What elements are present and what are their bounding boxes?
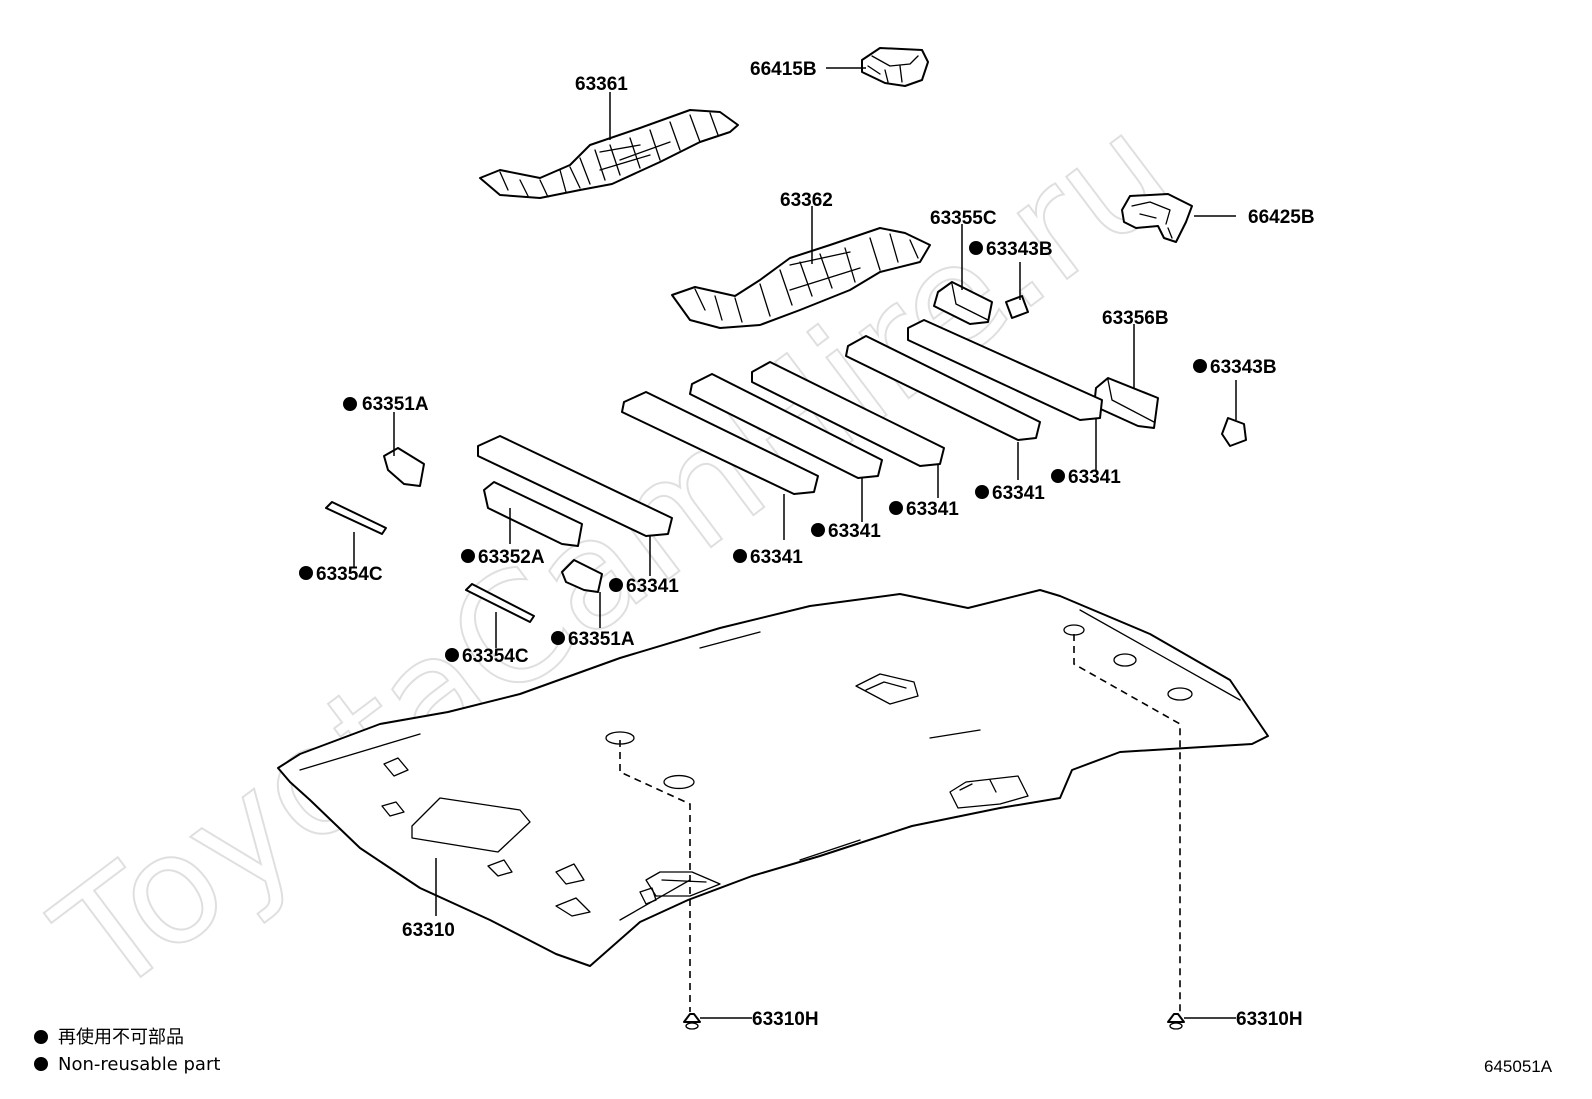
part-63352A-drawing[interactable] — [483, 481, 583, 547]
nonreusable-dot — [975, 485, 989, 499]
part-63341-strips[interactable] — [477, 319, 1103, 537]
part-63351A-left-drawing[interactable] — [383, 447, 425, 487]
label-63343B-top[interactable]: 63343B — [986, 239, 1053, 260]
assembly-lines — [619, 634, 1181, 1012]
label-63310H-right[interactable]: 63310H — [1236, 1009, 1303, 1030]
part-66415B-drawing[interactable] — [861, 47, 929, 87]
part-63310-headliner-drawing[interactable] — [277, 589, 1269, 967]
label-66415B[interactable]: 66415B — [750, 59, 817, 80]
legend: 再使用不可部品 Non-reusable part — [34, 1027, 220, 1075]
label-63341-b[interactable]: 63341 — [992, 483, 1045, 504]
nonreusable-dot — [1051, 469, 1065, 483]
label-63351A-left[interactable]: 63351A — [362, 394, 429, 415]
nonreusable-dot — [969, 241, 983, 255]
legend-line-english: Non-reusable part — [58, 1054, 220, 1075]
label-63354C-left[interactable]: 63354C — [316, 564, 383, 585]
part-63351A-mid-drawing[interactable] — [561, 559, 603, 593]
legend-line-japanese: 再使用不可部品 — [58, 1027, 184, 1048]
label-63351A-mid[interactable]: 63351A — [568, 629, 635, 650]
nonreusable-markers — [299, 241, 1207, 662]
label-63341-c[interactable]: 63341 — [906, 499, 959, 520]
part-63343B-top-drawing[interactable] — [1005, 295, 1029, 319]
nonreusable-dot — [299, 566, 313, 580]
strip-63341-e — [621, 391, 819, 495]
label-63352A[interactable]: 63352A — [478, 547, 545, 568]
nonreusable-dot — [811, 523, 825, 537]
nonreusable-dot — [551, 631, 565, 645]
label-63341-e[interactable]: 63341 — [750, 547, 803, 568]
part-63343B-right-drawing[interactable] — [1221, 417, 1247, 447]
part-labels: 63361 66415B 63362 63355C 63343B 66425B … — [316, 59, 1315, 1030]
legend-dot-2 — [34, 1057, 48, 1071]
part-63354C-left-drawing[interactable] — [325, 501, 387, 535]
strip-63341-f — [477, 435, 673, 537]
label-63361[interactable]: 63361 — [575, 74, 628, 95]
label-63343B-right[interactable]: 63343B — [1210, 357, 1277, 378]
nonreusable-dot — [733, 549, 747, 563]
part-63310H-right-drawing[interactable] — [1167, 1013, 1185, 1030]
part-63355C-drawing[interactable] — [933, 281, 993, 325]
part-63356B-drawing[interactable] — [1093, 377, 1159, 429]
part-63354C-mid-drawing[interactable] — [465, 583, 535, 623]
label-63341-d[interactable]: 63341 — [828, 521, 881, 542]
part-66425B-drawing[interactable] — [1121, 193, 1193, 243]
label-63355C[interactable]: 63355C — [930, 208, 997, 229]
part-63310H-left-drawing[interactable] — [683, 1013, 701, 1030]
nonreusable-dot — [445, 648, 459, 662]
label-63310[interactable]: 63310 — [402, 920, 455, 941]
label-63356B[interactable]: 63356B — [1102, 308, 1169, 329]
strip-63341-c — [751, 361, 945, 467]
label-63354C-mid[interactable]: 63354C — [462, 646, 529, 667]
strip-63341-a — [907, 319, 1103, 421]
part-63361-drawing[interactable] — [479, 109, 739, 199]
leader-lines — [353, 67, 1237, 1019]
label-63310H-left[interactable]: 63310H — [752, 1009, 819, 1030]
strip-63341-b — [845, 335, 1041, 441]
nonreusable-dot — [609, 578, 623, 592]
label-63341-f[interactable]: 63341 — [626, 576, 679, 597]
nonreusable-dot — [1193, 359, 1207, 373]
figure-code: 645051A — [1484, 1057, 1553, 1076]
legend-dot-1 — [34, 1030, 48, 1044]
nonreusable-dot — [343, 397, 357, 411]
label-63362[interactable]: 63362 — [780, 190, 833, 211]
strip-63341-d — [689, 373, 883, 479]
nonreusable-dot — [461, 549, 475, 563]
label-66425B[interactable]: 66425B — [1248, 207, 1315, 228]
nonreusable-dot — [889, 501, 903, 515]
label-63341-a[interactable]: 63341 — [1068, 467, 1121, 488]
part-63362-drawing[interactable] — [671, 227, 931, 329]
